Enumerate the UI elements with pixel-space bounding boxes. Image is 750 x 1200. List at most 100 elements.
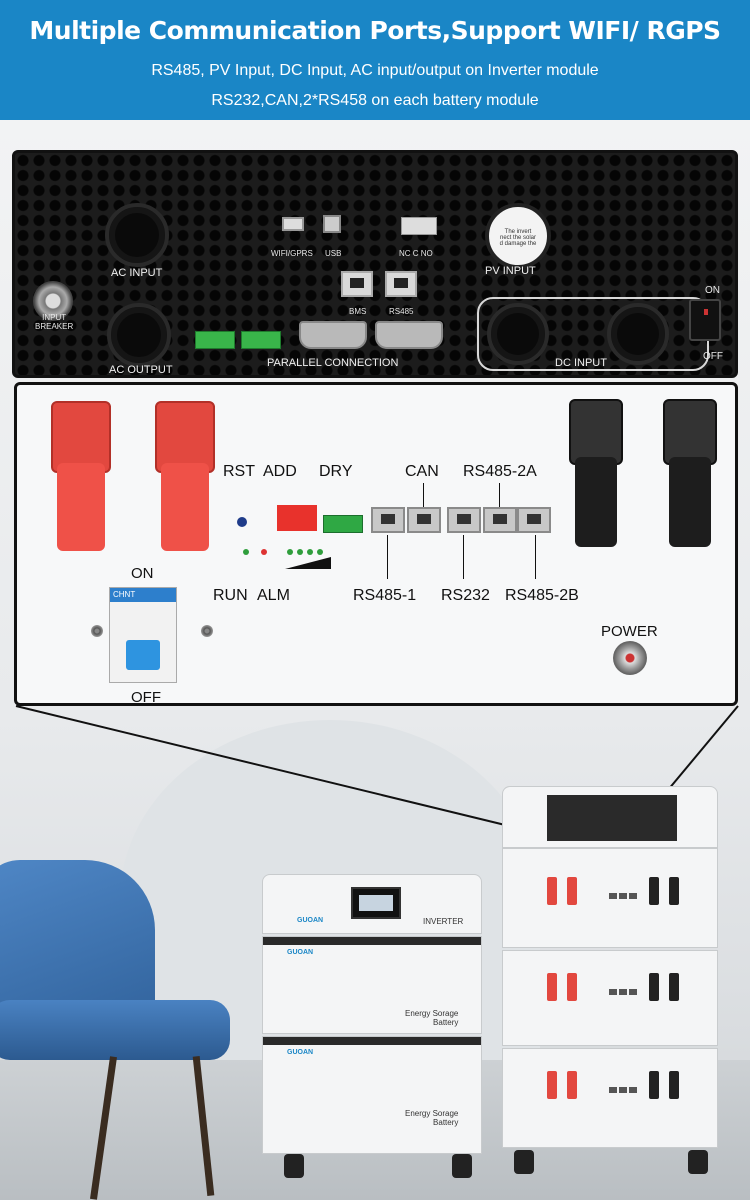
mini-neg-terminal	[669, 1071, 679, 1099]
mini-port	[609, 1087, 617, 1093]
positive-connector-2	[155, 401, 215, 551]
power-button[interactable]	[613, 641, 647, 675]
battery-label: Energy Sorage Battery	[405, 1109, 459, 1127]
breaker-on-label: ON	[131, 565, 154, 582]
switch-on-label: ON	[705, 285, 720, 296]
input-breaker-knob[interactable]	[33, 281, 73, 321]
rs485-1-port	[371, 507, 405, 533]
pv-warning-text: The invert nect the solar d damage the	[499, 229, 537, 247]
battery-label: Energy Sorage Battery	[405, 1009, 459, 1027]
header-subtitle-2: RS232,CAN,2*RS458 on each battery module	[211, 92, 539, 109]
mini-port	[609, 989, 617, 995]
mini-port	[619, 1087, 627, 1093]
battery-logo: GUOAN	[287, 1049, 314, 1056]
mini-port	[629, 893, 637, 899]
rs485-2b-port	[517, 507, 551, 533]
header-banner: Multiple Communication Ports,Support WIF…	[0, 0, 750, 120]
soc-led-4	[317, 549, 323, 555]
battery-unit-1: GUOAN Energy Sorage Battery	[262, 936, 482, 1034]
pv-input-port: The invert nect the solar d damage the	[485, 203, 551, 269]
mini-port	[609, 893, 617, 899]
right-battery-3	[502, 1048, 718, 1148]
right-battery-2	[502, 950, 718, 1046]
breaker-off-label: OFF	[131, 689, 161, 706]
negative-connector-2	[663, 399, 717, 547]
mini-neg-terminal	[649, 973, 659, 1001]
ac-input-label: AC INPUT	[111, 267, 163, 279]
run-label: RUN	[213, 587, 248, 604]
rst-button[interactable]	[237, 517, 247, 527]
right-inverter-unit	[502, 786, 718, 848]
mini-pos-terminal	[547, 1071, 557, 1099]
inverter-rear-panel: AC INPUT AC OUTPUT INPUT BREAKER WIFI/GP…	[12, 150, 738, 378]
inverter-lcd	[351, 887, 401, 919]
mini-neg-terminal	[669, 877, 679, 905]
armchair-seat	[0, 1000, 230, 1060]
can-port	[407, 507, 441, 533]
power-switch[interactable]	[689, 299, 721, 341]
battery-band	[263, 937, 481, 945]
inverter-panel-band	[547, 795, 677, 841]
header-title: Multiple Communication Ports,Support WIF…	[29, 16, 721, 45]
bms-port	[341, 271, 373, 297]
rst-label: RST	[223, 463, 255, 480]
rs485-label: RS485	[389, 307, 414, 316]
soc-led-3	[307, 549, 313, 555]
battery-front-panel: RST ADD DRY CAN RS485-2A RUN ALM RS485-1…	[14, 382, 738, 706]
dc-input-port-2	[607, 303, 669, 365]
mini-neg-terminal	[649, 1071, 659, 1099]
screw-right	[201, 625, 213, 637]
inverter-logo: GUOAN	[297, 917, 324, 924]
parallel-db9-2	[375, 321, 443, 349]
rs485-2b-leader	[535, 535, 536, 579]
dry-contact-terminal	[323, 515, 363, 533]
mini-pos-terminal	[547, 877, 557, 905]
wheel	[688, 1150, 708, 1174]
can-label: CAN	[405, 463, 439, 480]
usb-label: USB	[325, 249, 342, 258]
mini-neg-terminal	[669, 973, 679, 1001]
screw-left	[91, 625, 103, 637]
rs485-2b-label: RS485-2B	[505, 587, 579, 604]
rs485-port	[385, 271, 417, 297]
switch-off-label: OFF	[703, 351, 723, 362]
parallel-db9-1	[299, 321, 367, 349]
wheel	[284, 1154, 304, 1178]
can-leader	[423, 483, 424, 507]
inverter-unit: GUOAN INVERTER	[262, 874, 482, 934]
mini-port	[629, 989, 637, 995]
soc-led-1	[287, 549, 293, 555]
rs232-label: RS232	[441, 587, 490, 604]
ac-input-port	[105, 203, 169, 267]
alm-label: ALM	[257, 587, 290, 604]
mini-port	[619, 989, 627, 995]
mini-neg-terminal	[649, 877, 659, 905]
breaker-brand: CHNT	[110, 588, 176, 602]
address-dip-switch[interactable]	[277, 505, 317, 531]
mini-pos-terminal	[567, 973, 577, 1001]
wheel	[452, 1154, 472, 1178]
rs232-port	[447, 507, 481, 533]
battery-band	[263, 1037, 481, 1045]
circuit-breaker[interactable]: CHNT	[109, 587, 177, 683]
wifi-gprs-label: WIFI/GPRS	[271, 249, 313, 258]
parallel-terminal-2	[241, 331, 281, 349]
relay-terminal	[401, 217, 437, 235]
inverter-label: INVERTER	[423, 917, 464, 926]
power-label: POWER	[601, 623, 658, 640]
battery-logo: GUOAN	[287, 949, 314, 956]
mini-pos-terminal	[567, 1071, 577, 1099]
ac-output-port	[107, 303, 171, 367]
rs485-1-leader	[387, 535, 388, 579]
negative-connector-1	[569, 399, 623, 547]
parallel-terminal-1	[195, 331, 235, 349]
battery-unit-2: GUOAN Energy Sorage Battery	[262, 1036, 482, 1154]
rs485-2a-label: RS485-2A	[463, 463, 537, 480]
mini-port	[619, 893, 627, 899]
breaker-handle[interactable]	[126, 640, 160, 670]
rs485-2a-leader	[499, 483, 500, 507]
positive-connector-1	[51, 401, 111, 551]
dc-input-port-1	[487, 303, 549, 365]
ac-output-label: AC OUTPUT	[109, 364, 173, 376]
relay-label: NC C NO	[399, 249, 433, 258]
